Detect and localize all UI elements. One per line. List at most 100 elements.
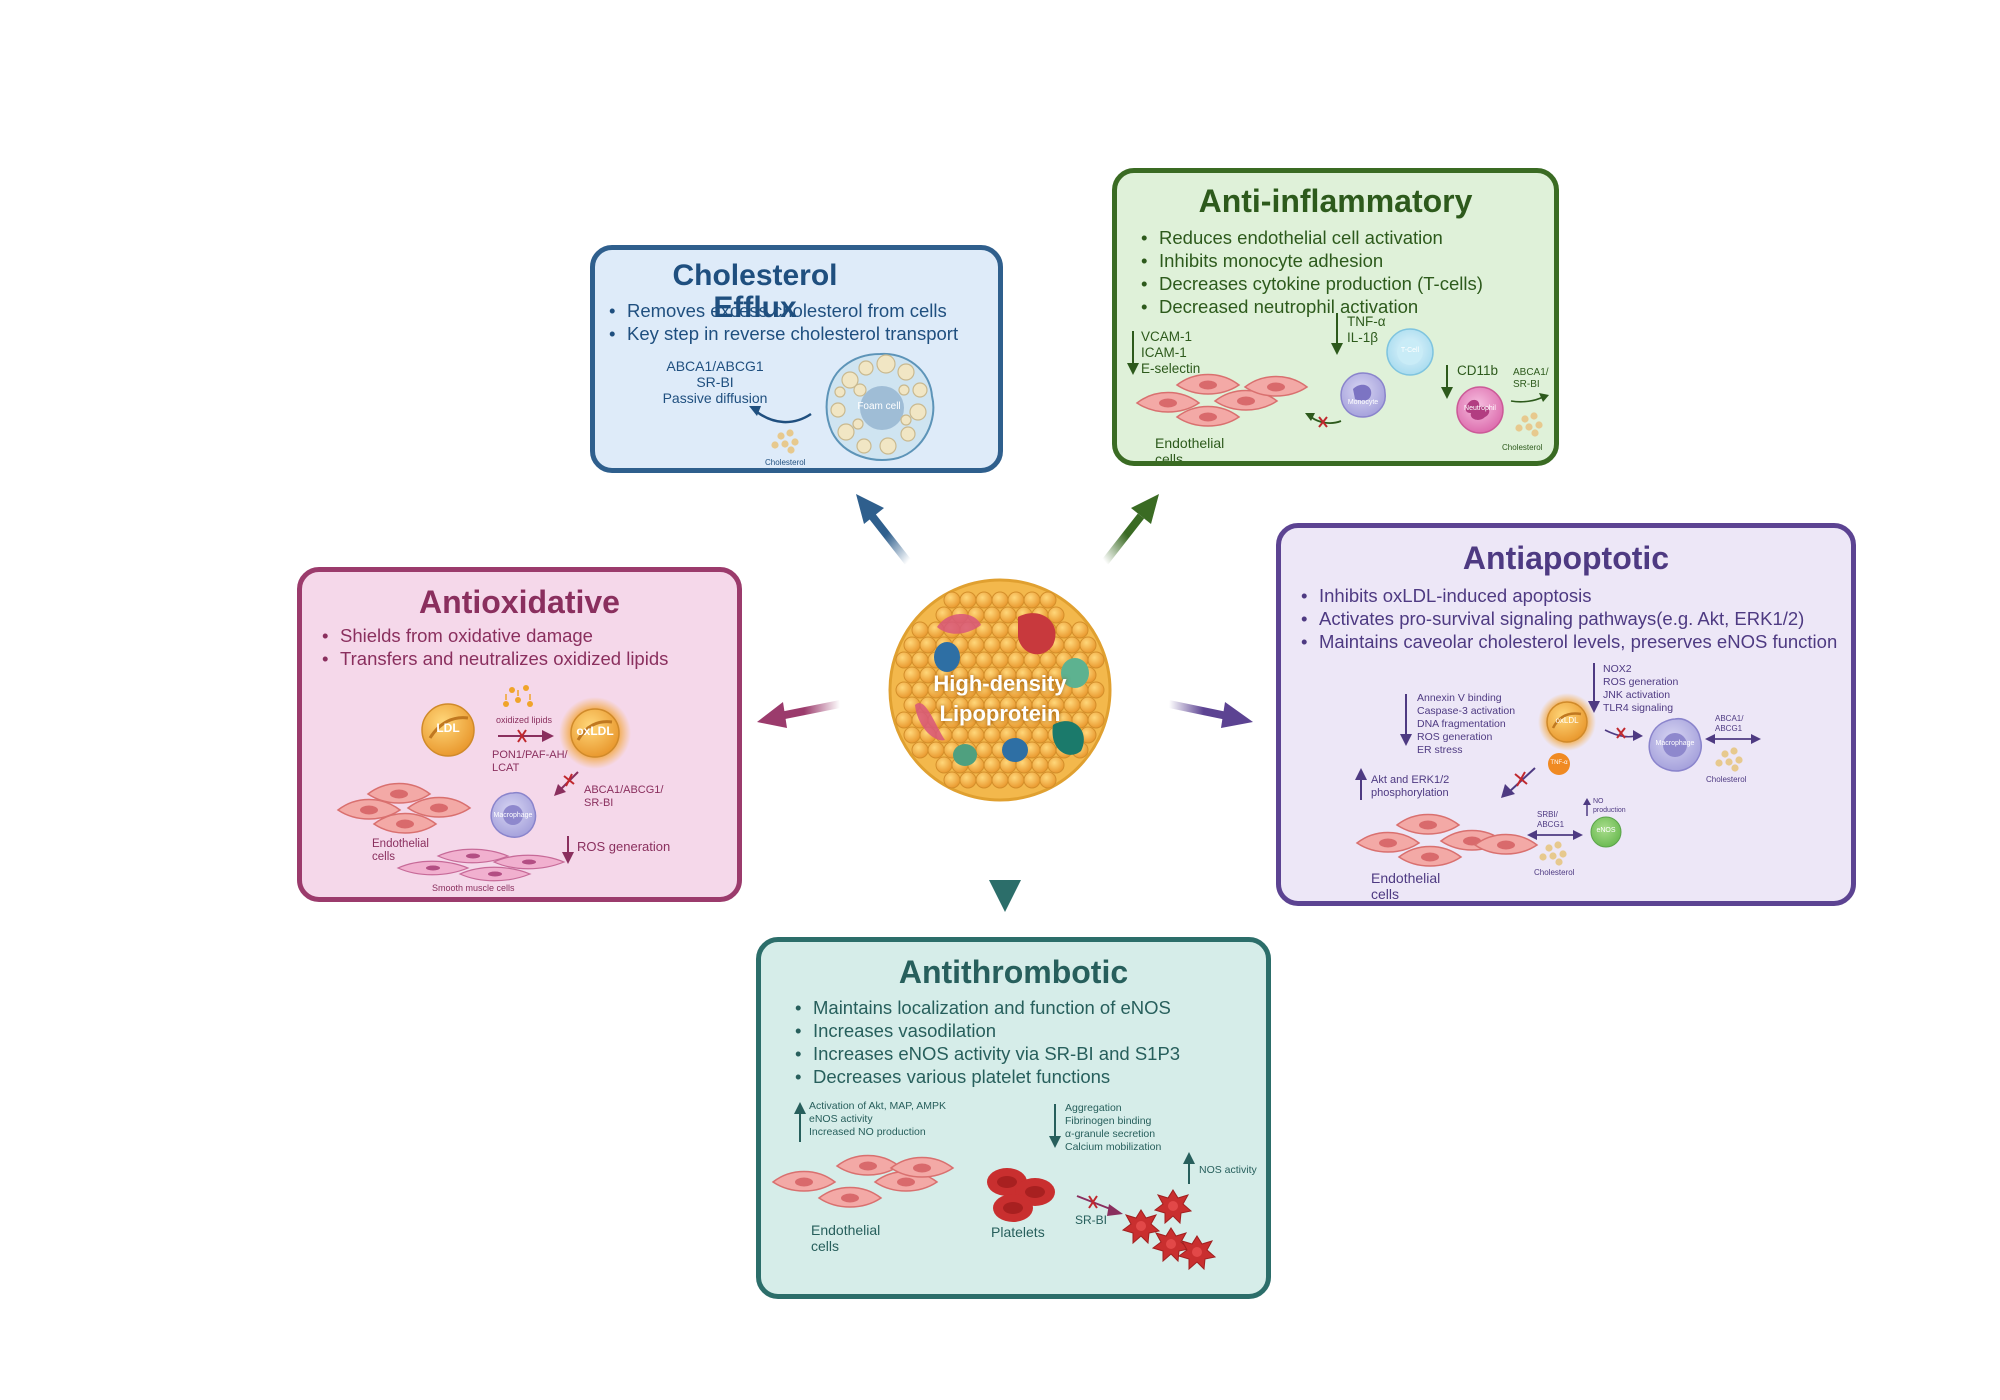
apop-srbi-2: ABCG1: [1537, 820, 1565, 829]
throm-bullet-2: Increases vasodilation: [793, 1019, 1263, 1042]
arrow-to-throm: [989, 824, 1021, 912]
smooth-muscle-label: Smooth muscle cells: [432, 883, 515, 893]
hdl-lipid-sphere: [919, 636, 937, 654]
foam-cell: [825, 352, 935, 461]
inflam-cytokine-2: IL-1β: [1347, 330, 1379, 345]
apop-nox-1: NOX2: [1603, 663, 1632, 675]
apop-blocked-arrow-macro: [1604, 727, 1643, 741]
inflam-endothelial-label-2: cells: [1155, 451, 1184, 466]
throm-up-1: Activation of Akt, MAP, AMPK: [809, 1100, 946, 1112]
hdl-label-line2: Lipoprotein: [939, 701, 1061, 726]
efflux-arrow: [749, 406, 812, 424]
hdl-lipid-sphere: [1023, 651, 1041, 669]
panel-antiapoptotic: Antiapoptotic Inhibits oxLDL-induced apo…: [1276, 523, 1856, 906]
arrow-to-antiox: [757, 700, 841, 728]
efflux-bullet-2: Key step in reverse cholesterol transpor…: [607, 322, 997, 345]
throm-up-arrow-nos: [1183, 1152, 1195, 1184]
apop-abca1-2: ABCG1: [1715, 724, 1743, 733]
arrow-to-inflam: [1101, 494, 1159, 565]
hdl-lipid-sphere: [1007, 591, 1025, 609]
apop-tnf-label: TNF-α: [1550, 760, 1568, 766]
hdl-lipid-sphere: [975, 591, 993, 609]
throm-bullets: Maintains localization and function of e…: [793, 996, 1263, 1088]
hdl-lipid-sphere: [1039, 741, 1057, 759]
hdl-lipid-sphere: [911, 651, 929, 669]
apop-no-up-arrow: [1583, 798, 1591, 816]
apop-bullets: Inhibits oxLDL-induced apoptosis Activat…: [1299, 584, 1839, 653]
oxidized-lipids-label: oxidized lipids: [496, 715, 553, 725]
hdl-lipid-sphere: [975, 771, 993, 789]
antiox-bullets: Shields from oxidative damage Transfers …: [320, 624, 737, 670]
hdl-lipid-sphere: [1055, 621, 1073, 639]
activated-platelets: [1122, 1189, 1216, 1270]
hdl-lipid-sphere: [975, 651, 993, 669]
apop-up-arrow-akt: [1355, 768, 1367, 800]
ldl-label: LDL: [436, 721, 460, 735]
antiox-enzyme-2: LCAT: [492, 762, 520, 774]
hdl-lipid-sphere: [983, 606, 1001, 624]
inflam-adhesion-1: VCAM-1: [1141, 329, 1193, 344]
apop-down-arrow-nox: [1588, 663, 1600, 713]
apop-no-1: NO: [1593, 798, 1604, 805]
smooth-muscle-cells: [397, 848, 565, 882]
hdl-lipid-sphere: [999, 636, 1017, 654]
antiox-macrophage: [490, 791, 537, 838]
hdl-lipid-sphere: [959, 591, 977, 609]
hdl-lipid-sphere: [1031, 756, 1049, 774]
efflux-mech-2: SR-BI: [696, 374, 734, 390]
enos-particle: [1590, 816, 1622, 848]
hdl-lipid-sphere: [1039, 591, 1057, 609]
apop-endothelial-cells: [1356, 813, 1538, 867]
enos-label: eNOS: [1596, 827, 1616, 834]
hdl-lipid-sphere: [983, 636, 1001, 654]
inflam-abca1-1: ABCA1/: [1513, 367, 1549, 378]
apop-marker-2: Caspase-3 activation: [1417, 705, 1516, 717]
inflam-abca1-2: SR-BI: [1513, 379, 1540, 390]
antiox-title: Antioxidative: [419, 584, 620, 620]
throm-down-arrow-platelet: [1049, 1104, 1061, 1148]
inflam-bullet-4: Decreased neutrophil activation: [1139, 295, 1554, 318]
inflam-down-arrow-cd11b: [1441, 365, 1453, 399]
throm-endothelial-label-1: Endothelial: [811, 1222, 881, 1238]
antiox-endothelial-label-2: cells: [372, 851, 396, 863]
oxldl-particle: [559, 697, 631, 769]
hdl-lipid-sphere: [1007, 651, 1025, 669]
oxidized-lipid-icons: [503, 685, 533, 707]
throm-bullet-4: Decreases various platelet functions: [793, 1065, 1263, 1088]
inflam-cholesterol-label: Cholesterol: [1502, 443, 1543, 452]
hdl-lipid-sphere: [895, 651, 913, 669]
apop-cholesterol-dots-1: [1715, 747, 1743, 772]
apop-title: Antiapoptotic: [1462, 540, 1670, 576]
hdl-lipid-sphere: [1079, 636, 1097, 654]
hdl-lipid-sphere: [895, 681, 913, 699]
apop-macrophage: [1648, 718, 1702, 772]
hdl-lipid-sphere: [975, 741, 993, 759]
hdl-lipid-sphere: [1071, 621, 1089, 639]
oxldl-label: oxLDL: [576, 724, 614, 738]
inflam-adhesion-3: E-selectin: [1141, 361, 1201, 376]
inflam-efflux-arrow: [1510, 393, 1549, 403]
hdl-lipid-sphere: [903, 636, 921, 654]
hdl-lipid-sphere: [991, 591, 1009, 609]
apop-oxldl-particle: [1538, 693, 1596, 751]
apop-blocked-arrow-endo: [1501, 767, 1536, 798]
inflam-bullet-3: Decreases cytokine production (T-cells): [1139, 272, 1554, 295]
throm-up-3: Increased NO production: [809, 1126, 926, 1138]
inflam-bullet-1: Reduces endothelial cell activation: [1139, 226, 1554, 249]
throm-title: Antithrombotic: [898, 954, 1129, 990]
hdl-lipid-sphere: [967, 636, 985, 654]
monocyte: [1340, 372, 1386, 418]
hdl-lipid-sphere: [895, 711, 913, 729]
antiox-endothelial-cells: [337, 782, 471, 834]
antiox-enzyme-1: PON1/PAF-AH/: [492, 749, 568, 761]
inflam-blocked-arrow: [1305, 413, 1342, 428]
apop-bidirectional-arrow-2: [1527, 830, 1583, 840]
antiox-abca1-2: SR-BI: [584, 797, 614, 809]
hdl-lipid-sphere: [1063, 636, 1081, 654]
hdl-lipid-sphere: [999, 606, 1017, 624]
neutrophil-label: Neutrophil: [1464, 405, 1496, 412]
arrow-to-efflux: [856, 494, 912, 565]
inflam-down-arrow-cytokine: [1331, 313, 1343, 355]
apop-nox-3: JNK activation: [1603, 689, 1671, 701]
apop-cholesterol-label-2: Cholesterol: [1534, 868, 1575, 877]
